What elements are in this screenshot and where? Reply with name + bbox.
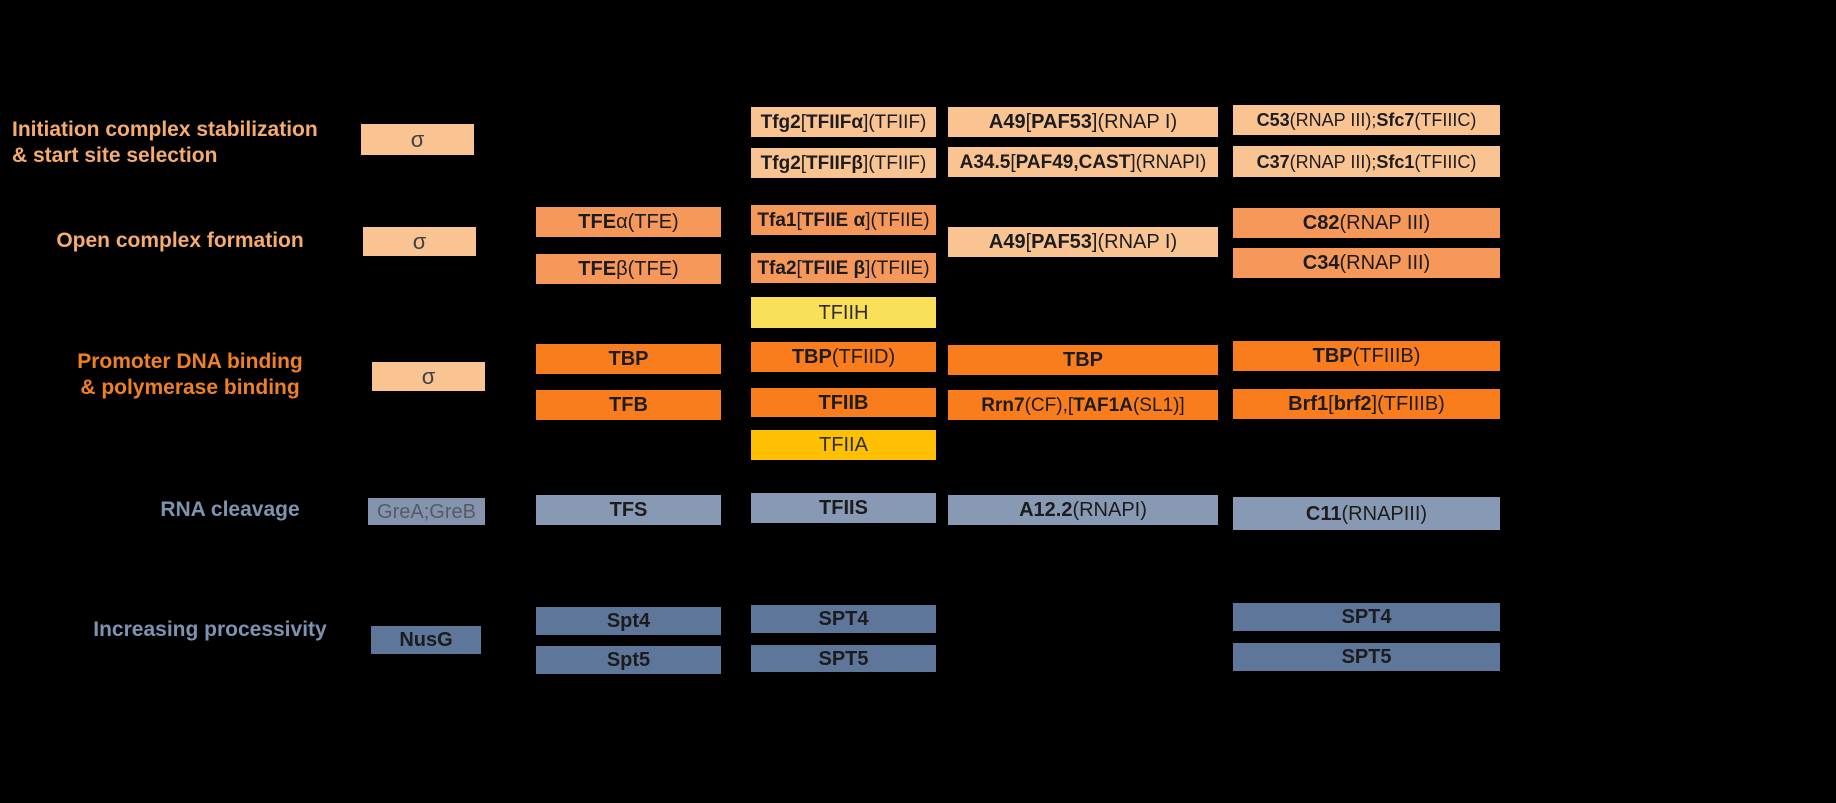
factor-box-tbp-rnap1: TBP xyxy=(948,345,1218,375)
factor-box-tfiih: TFIIH xyxy=(751,297,936,328)
factor-box-sigma-promoter: σ xyxy=(372,362,485,391)
row-label-line: Open complex formation xyxy=(56,229,304,252)
factor-box-sigma-open: σ xyxy=(363,227,476,256)
factor-box-c82: C82(RNAP III) xyxy=(1233,208,1500,238)
factor-box-brf1-brf2: Brf1[brf2](TFIIIB) xyxy=(1233,389,1500,419)
factor-box-tfa1-tfiie-alpha: Tfa1[TFIIE α](TFIIE) xyxy=(751,205,936,235)
factor-box-c11: C11(RNAPIII) xyxy=(1233,497,1500,530)
factor-box-a34-5-paf49-cast: A34.5[PAF49,CAST](RNAPI) xyxy=(948,147,1218,177)
factor-box-rrn7-taf1a: Rrn7(CF),[TAF1A(SL1)] xyxy=(948,390,1218,420)
factor-box-spt4-archaea: Spt4 xyxy=(536,607,721,635)
factor-box-a49-paf53-open: A49[PAF53](RNAP I) xyxy=(948,227,1218,257)
row-label-line: Promoter DNA binding xyxy=(77,350,303,373)
factor-box-tfb: TFB xyxy=(536,390,721,420)
factor-box-spt5-archaea: Spt5 xyxy=(536,646,721,674)
factor-box-c37-sfc1: C37(RNAP III);Sfc1(TFIIIC) xyxy=(1233,146,1500,177)
factor-box-spt5-rnap2: SPT5 xyxy=(751,645,936,672)
row-label-line: & start site selection xyxy=(12,144,218,167)
factor-box-tfa2-tfiie-beta: Tfa2[TFIIE β](TFIIE) xyxy=(751,253,936,283)
factor-box-tfe-beta: TFE β(TFE) xyxy=(536,254,721,284)
factor-box-tfiia: TFIIA xyxy=(751,430,936,460)
factor-box-tfiis: TFIIS xyxy=(751,493,936,523)
factor-box-tbp-tfiid: TBP(TFIID) xyxy=(751,342,936,372)
row-label-line: RNA cleavage xyxy=(160,498,300,521)
factor-box-tfe-alpha: TFE α(TFE) xyxy=(536,207,721,237)
row-label-line: Initiation complex stabilization xyxy=(12,118,318,141)
row-label-rna-cleavage: RNA cleavage xyxy=(60,497,400,523)
row-label-initiation: Initiation complex stabilization & start… xyxy=(12,117,352,169)
factor-box-a12-2: A12.2(RNAPI) xyxy=(948,495,1218,525)
row-label-increasing-processivity: Increasing processivity xyxy=(40,617,380,643)
factor-box-spt4-rnap3: SPT4 xyxy=(1233,603,1500,631)
factor-box-c53-sfc7: C53(RNAP III);Sfc7(TFIIIC) xyxy=(1233,105,1500,135)
factor-box-tfiib: TFIIB xyxy=(751,388,936,417)
factor-box-spt4-rnap2: SPT4 xyxy=(751,605,936,633)
factor-box-tbp-archaea: TBP xyxy=(536,344,721,374)
row-label-line: Increasing processivity xyxy=(93,618,327,641)
factor-box-tbp-tfiiib: TBP(TFIIIB) xyxy=(1233,341,1500,371)
factor-box-tfg2-tfiif-beta: Tfg2[TFIIFβ](TFIIF) xyxy=(751,148,936,178)
factor-box-a49-paf53-initiation: A49[PAF53](RNAP I) xyxy=(948,107,1218,137)
factor-box-c34: C34(RNAP III) xyxy=(1233,248,1500,278)
row-label-open-complex: Open complex formation xyxy=(0,228,360,254)
factor-box-nusg: NusG xyxy=(371,626,481,654)
factor-box-sigma-initiation: σ xyxy=(361,124,474,155)
factor-box-spt5-rnap3: SPT5 xyxy=(1233,643,1500,671)
factor-box-tfg2-tfiif-alpha: Tfg2[TFIIFα](TFIIF) xyxy=(751,107,936,137)
factor-box-tfs: TFS xyxy=(536,495,721,525)
row-label-promoter-binding: Promoter DNA binding & polymerase bindin… xyxy=(20,349,360,401)
factor-box-grea-greb: GreA;GreB xyxy=(368,498,485,525)
row-label-line: & polymerase binding xyxy=(80,376,300,399)
